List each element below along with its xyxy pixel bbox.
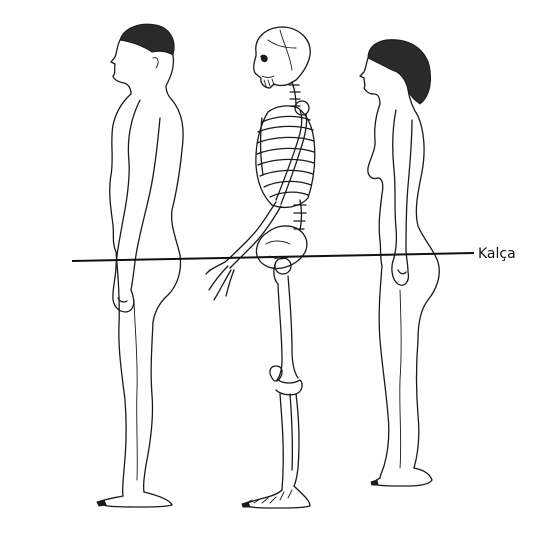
female-inner-leg [400, 290, 401, 468]
sternum [261, 118, 263, 175]
humerus [276, 110, 307, 204]
male-arm-back [131, 118, 160, 290]
male-inner-leg [134, 300, 137, 480]
male-back [153, 100, 183, 322]
skeleton-figure [206, 27, 315, 508]
female-foot [372, 468, 432, 486]
female-toes [371, 480, 378, 485]
femur [277, 276, 298, 380]
male-hand [113, 290, 134, 312]
male-head [111, 40, 131, 94]
female-front [368, 104, 383, 266]
skull-jaw [262, 76, 274, 86]
male-toes [97, 500, 106, 506]
skeleton-toes [242, 502, 250, 507]
fibula [294, 394, 299, 486]
knee-joint [276, 380, 302, 395]
female-head [360, 58, 380, 104]
skeleton-foot [243, 486, 310, 508]
hip-line-label: Kalça [478, 246, 516, 262]
male-front-leg [116, 252, 126, 496]
skull-orbit [261, 55, 267, 61]
male-foot [98, 492, 172, 507]
male-neck [166, 55, 173, 100]
skull-suture [268, 30, 296, 70]
female-front-leg [379, 266, 389, 478]
hip-line [72, 253, 474, 261]
female-arm-back [406, 120, 412, 250]
female-arm [393, 110, 397, 258]
male-chest [110, 94, 131, 252]
tibia [280, 394, 292, 490]
female-back-leg [414, 340, 419, 468]
lumbar-spine [294, 200, 306, 230]
femur-neck [274, 262, 278, 284]
female-back [416, 116, 439, 340]
male-hair [120, 24, 174, 55]
female-figure [360, 40, 439, 486]
male-back-leg [144, 322, 153, 492]
male-figure [97, 24, 183, 507]
male-ear [153, 58, 158, 68]
